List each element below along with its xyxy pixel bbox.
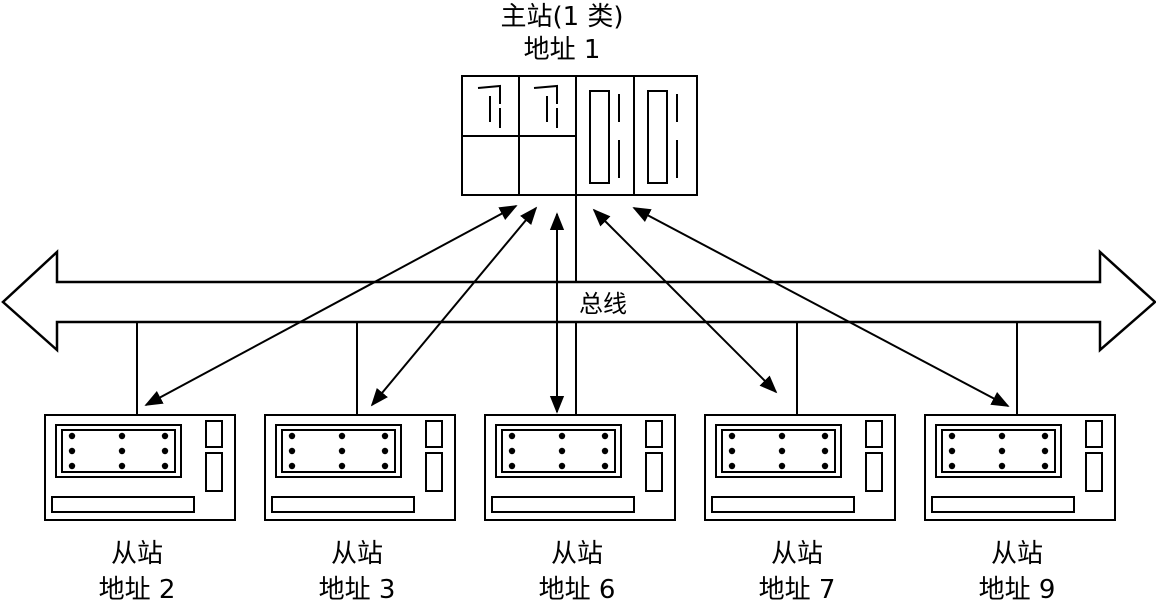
slave-title: 从站	[771, 539, 823, 569]
slave-indicator-dot	[948, 432, 956, 440]
comm-arrows	[144, 205, 1010, 414]
slave-title: 从站	[551, 539, 603, 569]
slave-indicator-dot	[381, 432, 389, 440]
slave-indicator-dot	[558, 462, 566, 470]
slave-side-indicator	[1085, 452, 1103, 492]
slave-indicator-dot	[778, 447, 786, 455]
slave-indicator-dot	[558, 447, 566, 455]
slave-title: 从站	[991, 539, 1043, 569]
slave-side-indicator	[645, 420, 663, 448]
master-digit-1	[477, 84, 501, 128]
slave-indicator-dot	[1041, 432, 1049, 440]
slave-indicator-dot	[68, 432, 76, 440]
slave-side-indicator	[205, 452, 223, 492]
slave-address: 地址 9	[979, 575, 1056, 605]
slave-indicator-dot	[778, 462, 786, 470]
slave-title: 从站	[111, 539, 163, 569]
slave-device	[44, 414, 236, 521]
master-io-module-1	[589, 90, 620, 184]
bus-label: 总线	[579, 290, 627, 318]
slave-side-indicator	[205, 420, 223, 448]
bus-arrow	[1, 249, 1156, 353]
slave-indicator-dot	[338, 462, 346, 470]
slave-display-panel	[55, 424, 182, 478]
slaves-layer	[44, 414, 1116, 521]
slave-indicator-dot	[508, 432, 516, 440]
slave-indicator-dot	[728, 447, 736, 455]
slave-card-slot	[491, 496, 635, 513]
slave-indicator-dot	[161, 447, 169, 455]
slave-indicator-dot	[821, 462, 829, 470]
slave-indicator-dot	[998, 447, 1006, 455]
slave-indicator-dot	[778, 432, 786, 440]
slave-indicator-dot	[508, 462, 516, 470]
slave-card-slot	[271, 496, 415, 513]
slave-indicator-dot	[288, 447, 296, 455]
slave-side-indicator	[645, 452, 663, 492]
slave-indicator-dot	[821, 432, 829, 440]
master-address: 地址 1	[524, 35, 601, 65]
slave-indicator-dot	[381, 462, 389, 470]
slave-address: 地址 6	[539, 575, 616, 605]
slave-display-panel	[715, 424, 842, 478]
slave-side-indicator	[1085, 420, 1103, 448]
slave-device	[924, 414, 1116, 521]
slave-title: 从站	[331, 539, 383, 569]
slave-indicator-dot	[381, 447, 389, 455]
master-io-module-2	[647, 90, 678, 184]
slave-indicator-dot	[998, 432, 1006, 440]
slave-side-indicator	[865, 420, 883, 448]
slave-indicator-dot	[948, 447, 956, 455]
slave-indicator-dot	[1041, 447, 1049, 455]
slave-display-panel	[495, 424, 622, 478]
slave-indicator-dot	[118, 432, 126, 440]
slave-device	[264, 414, 456, 521]
slave-card-slot	[931, 496, 1075, 513]
slave-display-panel	[935, 424, 1062, 478]
slave-indicator-dot	[601, 432, 609, 440]
slave-indicator-dot	[1041, 462, 1049, 470]
master-digit-2	[533, 84, 558, 128]
slave-side-indicator	[425, 420, 443, 448]
slave-side-indicator	[425, 452, 443, 492]
slave-card-slot	[51, 496, 195, 513]
slave-indicator-dot	[998, 462, 1006, 470]
slave-indicator-dot	[508, 447, 516, 455]
slave-indicator-dot	[601, 447, 609, 455]
slave-indicator-dot	[118, 462, 126, 470]
slave-address: 地址 7	[759, 575, 836, 605]
slave-indicator-dot	[118, 447, 126, 455]
slave-card-slot	[711, 496, 855, 513]
slave-device	[704, 414, 896, 521]
slave-indicator-dot	[161, 462, 169, 470]
slave-indicator-dot	[288, 432, 296, 440]
slave-indicator-dot	[601, 462, 609, 470]
slave-address: 地址 3	[319, 575, 396, 605]
slave-indicator-dot	[948, 462, 956, 470]
slave-indicator-dot	[728, 432, 736, 440]
slave-indicator-dot	[288, 462, 296, 470]
slave-display-panel	[275, 424, 402, 478]
slave-device	[484, 414, 676, 521]
slave-indicator-dot	[68, 462, 76, 470]
slave-indicator-dot	[558, 432, 566, 440]
slave-indicator-dot	[338, 447, 346, 455]
slave-drops	[136, 322, 1018, 415]
master-title: 主站(1 类)	[500, 2, 623, 32]
slave-indicator-dot	[68, 447, 76, 455]
master-plc	[461, 75, 698, 196]
slave-address: 地址 2	[99, 575, 176, 605]
slave-indicator-dot	[338, 432, 346, 440]
slave-indicator-dot	[728, 462, 736, 470]
slave-side-indicator	[865, 452, 883, 492]
slave-indicator-dot	[821, 447, 829, 455]
slave-indicator-dot	[161, 432, 169, 440]
